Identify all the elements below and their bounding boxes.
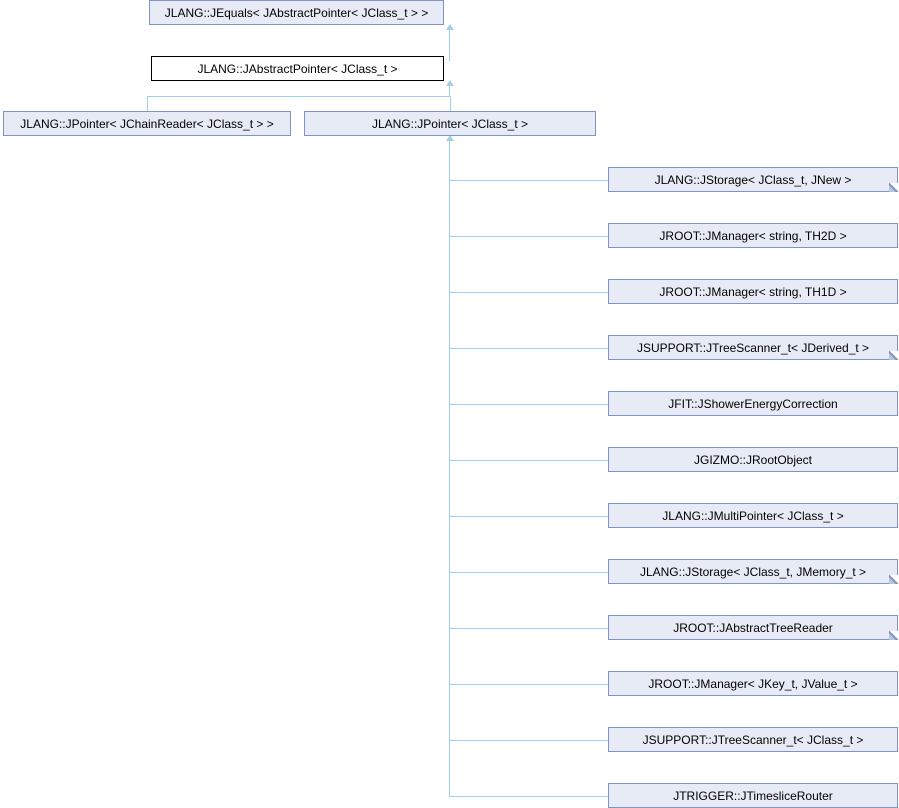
folded-corner-icon	[889, 351, 898, 360]
edge-spine-to-derived	[449, 180, 608, 181]
node-label: JROOT::JManager< string, TH1D >	[659, 284, 847, 299]
node-label: JFIT::JShowerEnergyCorrection	[668, 396, 838, 411]
edge-spine-to-derived	[449, 572, 608, 573]
edge-current-down	[449, 81, 450, 97]
node-derived-class[interactable]: JSUPPORT::JTreeScanner_t< JDerived_t >	[608, 335, 898, 360]
node-derived-class[interactable]: JGIZMO::JRootObject	[608, 447, 898, 472]
node-derived-class[interactable]: JFIT::JShowerEnergyCorrection	[608, 391, 898, 416]
node-label: JLANG::JPointer< JChainReader< JClass_t …	[20, 116, 274, 131]
node-derived-class[interactable]: JROOT::JManager< JKey_t, JValue_t >	[608, 671, 898, 696]
arrowhead-base-to-current	[446, 24, 454, 30]
edge-spine-to-derived	[449, 628, 608, 629]
node-label: JROOT::JManager< JKey_t, JValue_t >	[648, 676, 858, 691]
node-jequals-base[interactable]: JLANG::JEquals< JAbstractPointer< JClass…	[149, 0, 444, 25]
node-derived-class[interactable]: JROOT::JManager< string, TH2D >	[608, 223, 898, 248]
edge-spine-to-derived	[449, 348, 608, 349]
edge-split-bar	[147, 96, 451, 97]
node-label: JSUPPORT::JTreeScanner_t< JClass_t >	[642, 732, 864, 747]
node-derived-class[interactable]: JLANG::JStorage< JClass_t, JNew >	[608, 167, 898, 192]
node-derived-class[interactable]: JLANG::JStorage< JClass_t, JMemory_t >	[608, 559, 898, 584]
node-derived-class[interactable]: JROOT::JAbstractTreeReader	[608, 615, 898, 640]
edge-base-to-current	[449, 25, 450, 61]
node-derived-class[interactable]: JTRIGGER::JTimesliceRouter	[608, 783, 898, 808]
node-label: JLANG::JEquals< JAbstractPointer< JClass…	[164, 5, 429, 20]
node-label: JLANG::JPointer< JClass_t >	[371, 116, 529, 131]
edge-split-left-drop	[147, 96, 148, 111]
node-label: JLANG::JStorage< JClass_t, JNew >	[654, 172, 852, 187]
edge-spine-to-derived	[449, 460, 608, 461]
node-jpointer-jclass-t[interactable]: JLANG::JPointer< JClass_t >	[304, 111, 596, 136]
edge-spine-to-derived	[449, 404, 608, 405]
node-jabstractpointer-current[interactable]: JLANG::JAbstractPointer< JClass_t >	[151, 56, 444, 81]
folded-corner-icon	[889, 631, 898, 640]
edge-spine-to-derived	[449, 740, 608, 741]
folded-corner-icon	[889, 183, 898, 192]
node-derived-class[interactable]: JLANG::JMultiPointer< JClass_t >	[608, 503, 898, 528]
node-label: JGIZMO::JRootObject	[693, 452, 813, 467]
edge-spine-to-derived	[449, 292, 608, 293]
node-label: JTRIGGER::JTimesliceRouter	[673, 788, 833, 803]
arrowhead-parent-spine	[446, 135, 454, 141]
node-derived-class[interactable]: JROOT::JManager< string, TH1D >	[608, 279, 898, 304]
folded-corner-icon	[889, 575, 898, 584]
node-jpointer-jchainreader[interactable]: JLANG::JPointer< JChainReader< JClass_t …	[3, 111, 291, 136]
node-label: JLANG::JAbstractPointer< JClass_t >	[197, 61, 398, 76]
edge-split-right-drop	[450, 96, 451, 111]
node-label: JLANG::JStorage< JClass_t, JMemory_t >	[639, 564, 867, 579]
arrowhead-current-down	[446, 80, 454, 86]
node-derived-class[interactable]: JSUPPORT::JTreeScanner_t< JClass_t >	[608, 727, 898, 752]
edge-spine-to-derived	[449, 684, 608, 685]
node-label: JROOT::JAbstractTreeReader	[673, 620, 833, 635]
edge-spine-to-derived	[449, 236, 608, 237]
node-label: JSUPPORT::JTreeScanner_t< JDerived_t >	[636, 340, 870, 355]
node-label: JLANG::JMultiPointer< JClass_t >	[662, 508, 844, 523]
node-label: JROOT::JManager< string, TH2D >	[659, 228, 847, 243]
edge-spine-to-derived	[449, 516, 608, 517]
edge-spine-to-derived	[449, 796, 608, 797]
edge-parent-spine	[449, 137, 450, 796]
